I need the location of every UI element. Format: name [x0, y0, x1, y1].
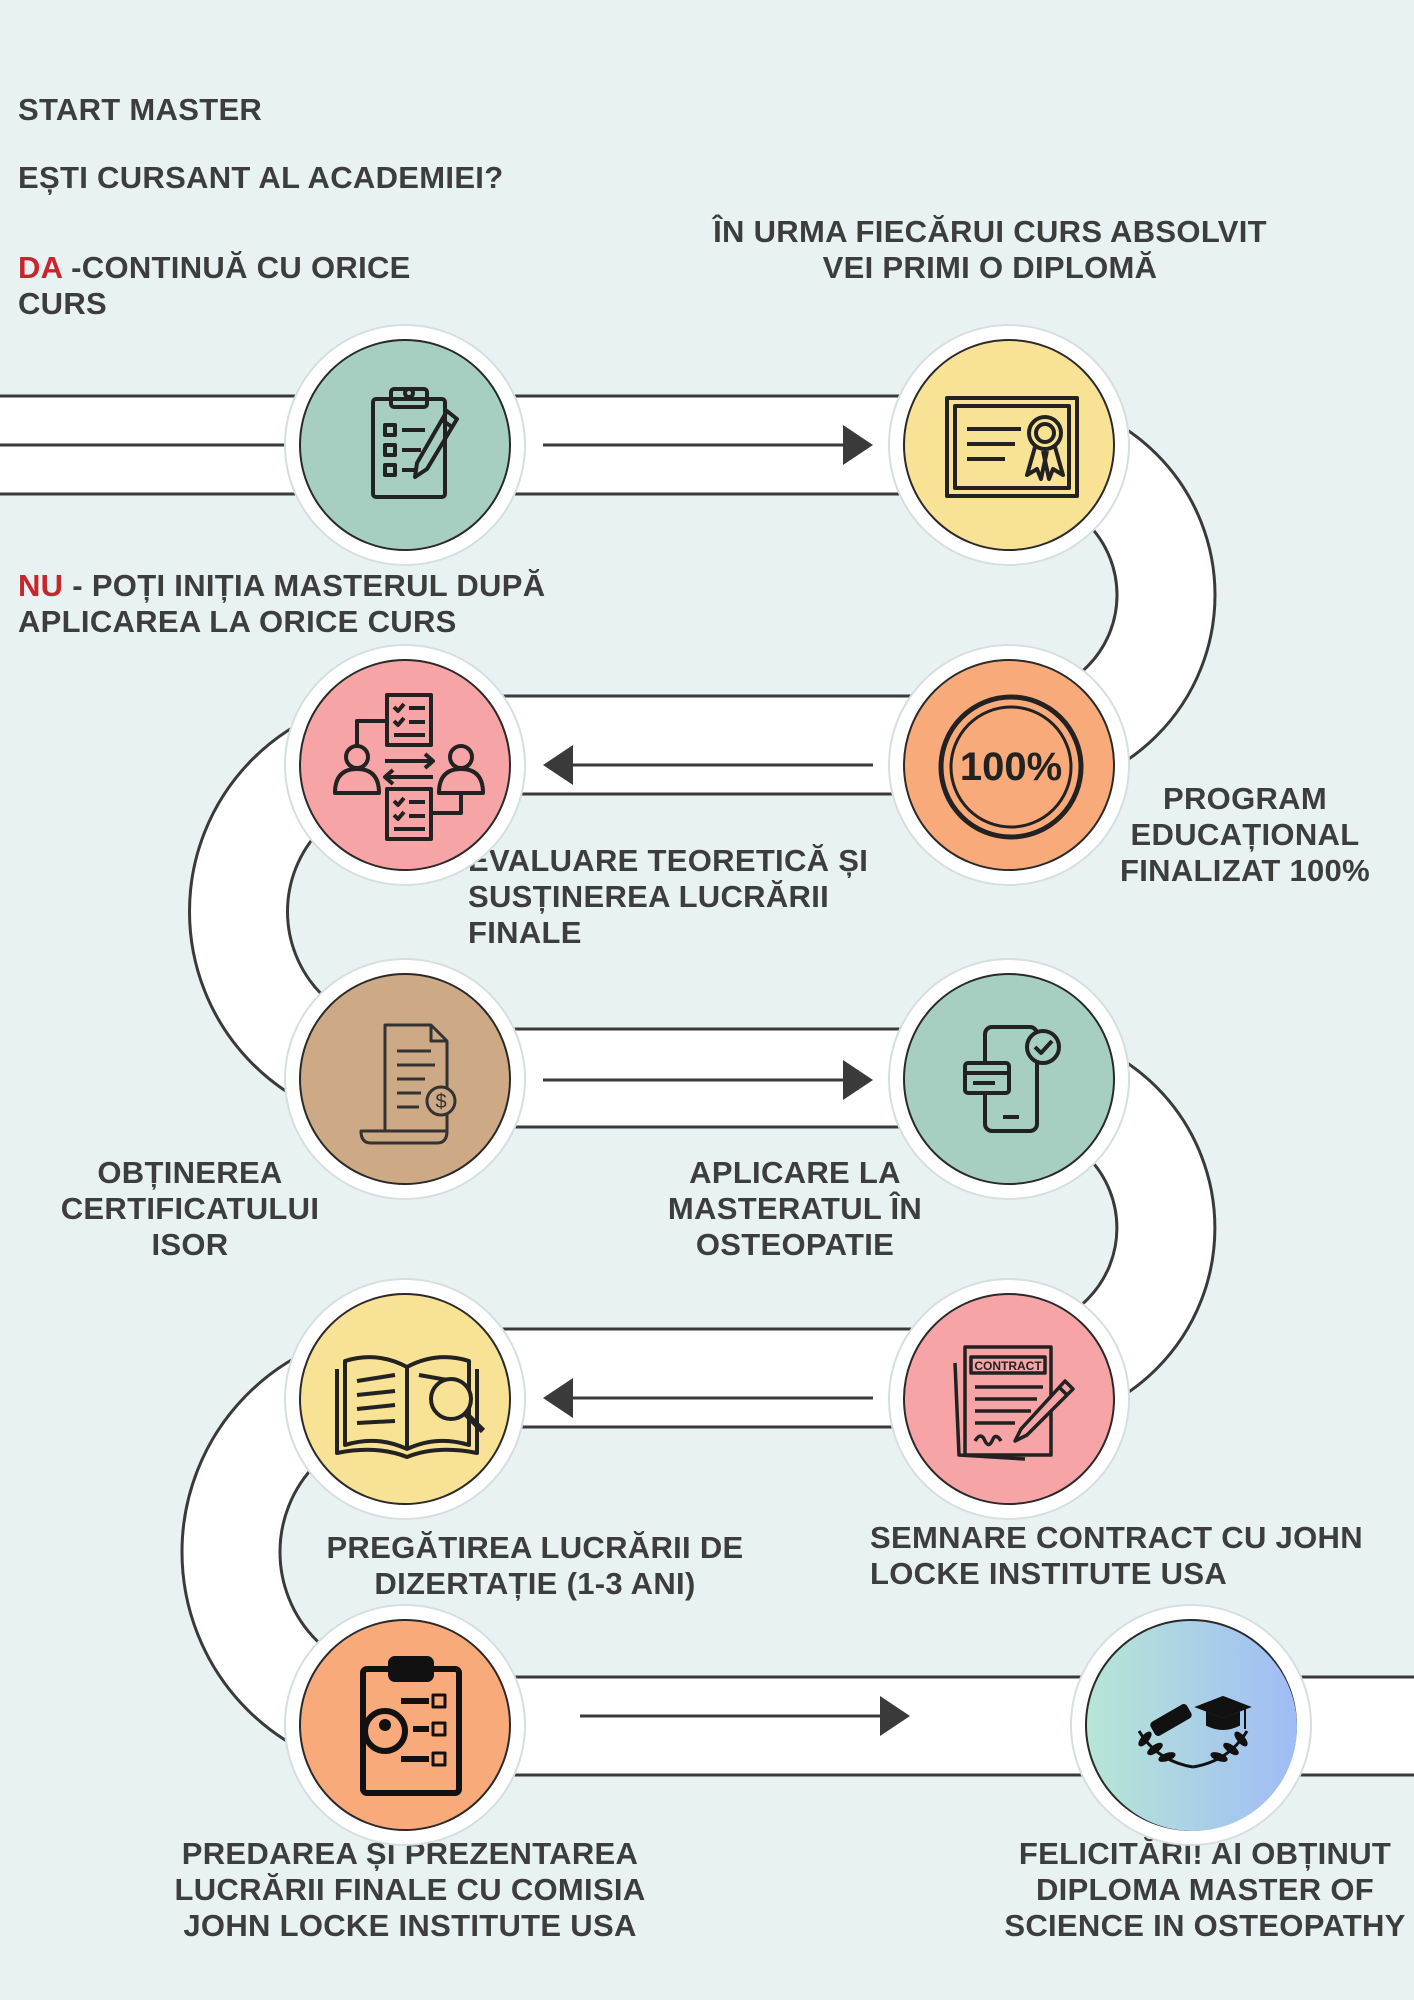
step-label-contract: SEMNARE CONTRACT CU JOHN LOCKE INSTITUTE…	[870, 1520, 1363, 1591]
step-node-diploma	[903, 339, 1115, 551]
no-keyword: NU	[18, 568, 64, 603]
hundred-percent-badge-icon: 100%	[938, 694, 1084, 840]
step-label-dissertation: PREGĂTIREA LUCRĂRII DE DIZERTAȚIE (1-3 A…	[326, 1530, 744, 1601]
svg-text:100%: 100%	[960, 745, 1062, 789]
step-node-graduation	[1085, 1619, 1297, 1831]
step-label-graduation: FELICITĂRI! AI OBȚINUT DIPLOMA MASTER OF…	[1004, 1836, 1406, 1943]
academy-question: EȘTI CURSANT AL ACADEMIEI?	[18, 160, 504, 195]
step-label-evaluation: EVALUARE TEORETICĂ ȘI SUSȚINEREA LUCRĂRI…	[468, 843, 869, 950]
contract-signing-icon: CONTRACT	[953, 1345, 1075, 1461]
yes-text: -CONTINUĂ CU ORICE CURS	[18, 250, 411, 321]
contract-word: CONTRACT	[974, 1359, 1042, 1373]
step-label-diploma: ÎN URMA FIECĂRUI CURS ABSOLVIT VEI PRIMI…	[713, 214, 1267, 285]
evaluation-exchange-icon	[333, 693, 485, 841]
mobile-application-icon	[963, 1025, 1061, 1133]
open-book-magnifier-icon	[335, 1355, 486, 1459]
yes-keyword: DA	[18, 250, 63, 285]
graduation-laurel-icon	[1089, 1623, 1297, 1831]
step-node-completed: 100%	[903, 659, 1115, 871]
step-label-apply: APLICARE LA MASTERATUL ÎN OSTEOPATIE	[667, 1155, 923, 1262]
step-label-certificate: OBȚINEREA CERTIFICATULUI ISOR	[60, 1155, 320, 1262]
step-node-presentation	[299, 1619, 511, 1831]
step-node-course	[299, 339, 511, 551]
step-node-apply	[903, 973, 1115, 1185]
step-node-evaluation	[299, 659, 511, 871]
no-answer: NU - POȚI INIȚIA MASTERUL DUPĂ APLICAREA…	[18, 568, 618, 640]
document-dollar-icon: $	[359, 1023, 457, 1145]
step-label-presentation: PREDAREA ȘI PREZENTAREA LUCRĂRII FINALE …	[174, 1836, 646, 1943]
start-title: START MASTER	[18, 92, 263, 127]
yes-answer: DA -CONTINUĂ CU ORICE CURS	[18, 250, 448, 322]
no-text: - POȚI INIȚIA MASTERUL DUPĂ APLICAREA LA…	[18, 568, 546, 639]
step-node-dissertation	[299, 1293, 511, 1505]
step-node-contract: CONTRACT	[903, 1293, 1115, 1505]
svg-text:$: $	[435, 1091, 446, 1113]
clipboard-checklist-icon	[371, 387, 459, 499]
step-label-completed: PROGRAM EDUCAȚIONAL FINALIZAT 100%	[1120, 781, 1370, 888]
step-node-certificate: $	[299, 973, 511, 1185]
clipboard-person-icon	[360, 1656, 462, 1796]
certificate-diploma-icon	[945, 396, 1079, 498]
